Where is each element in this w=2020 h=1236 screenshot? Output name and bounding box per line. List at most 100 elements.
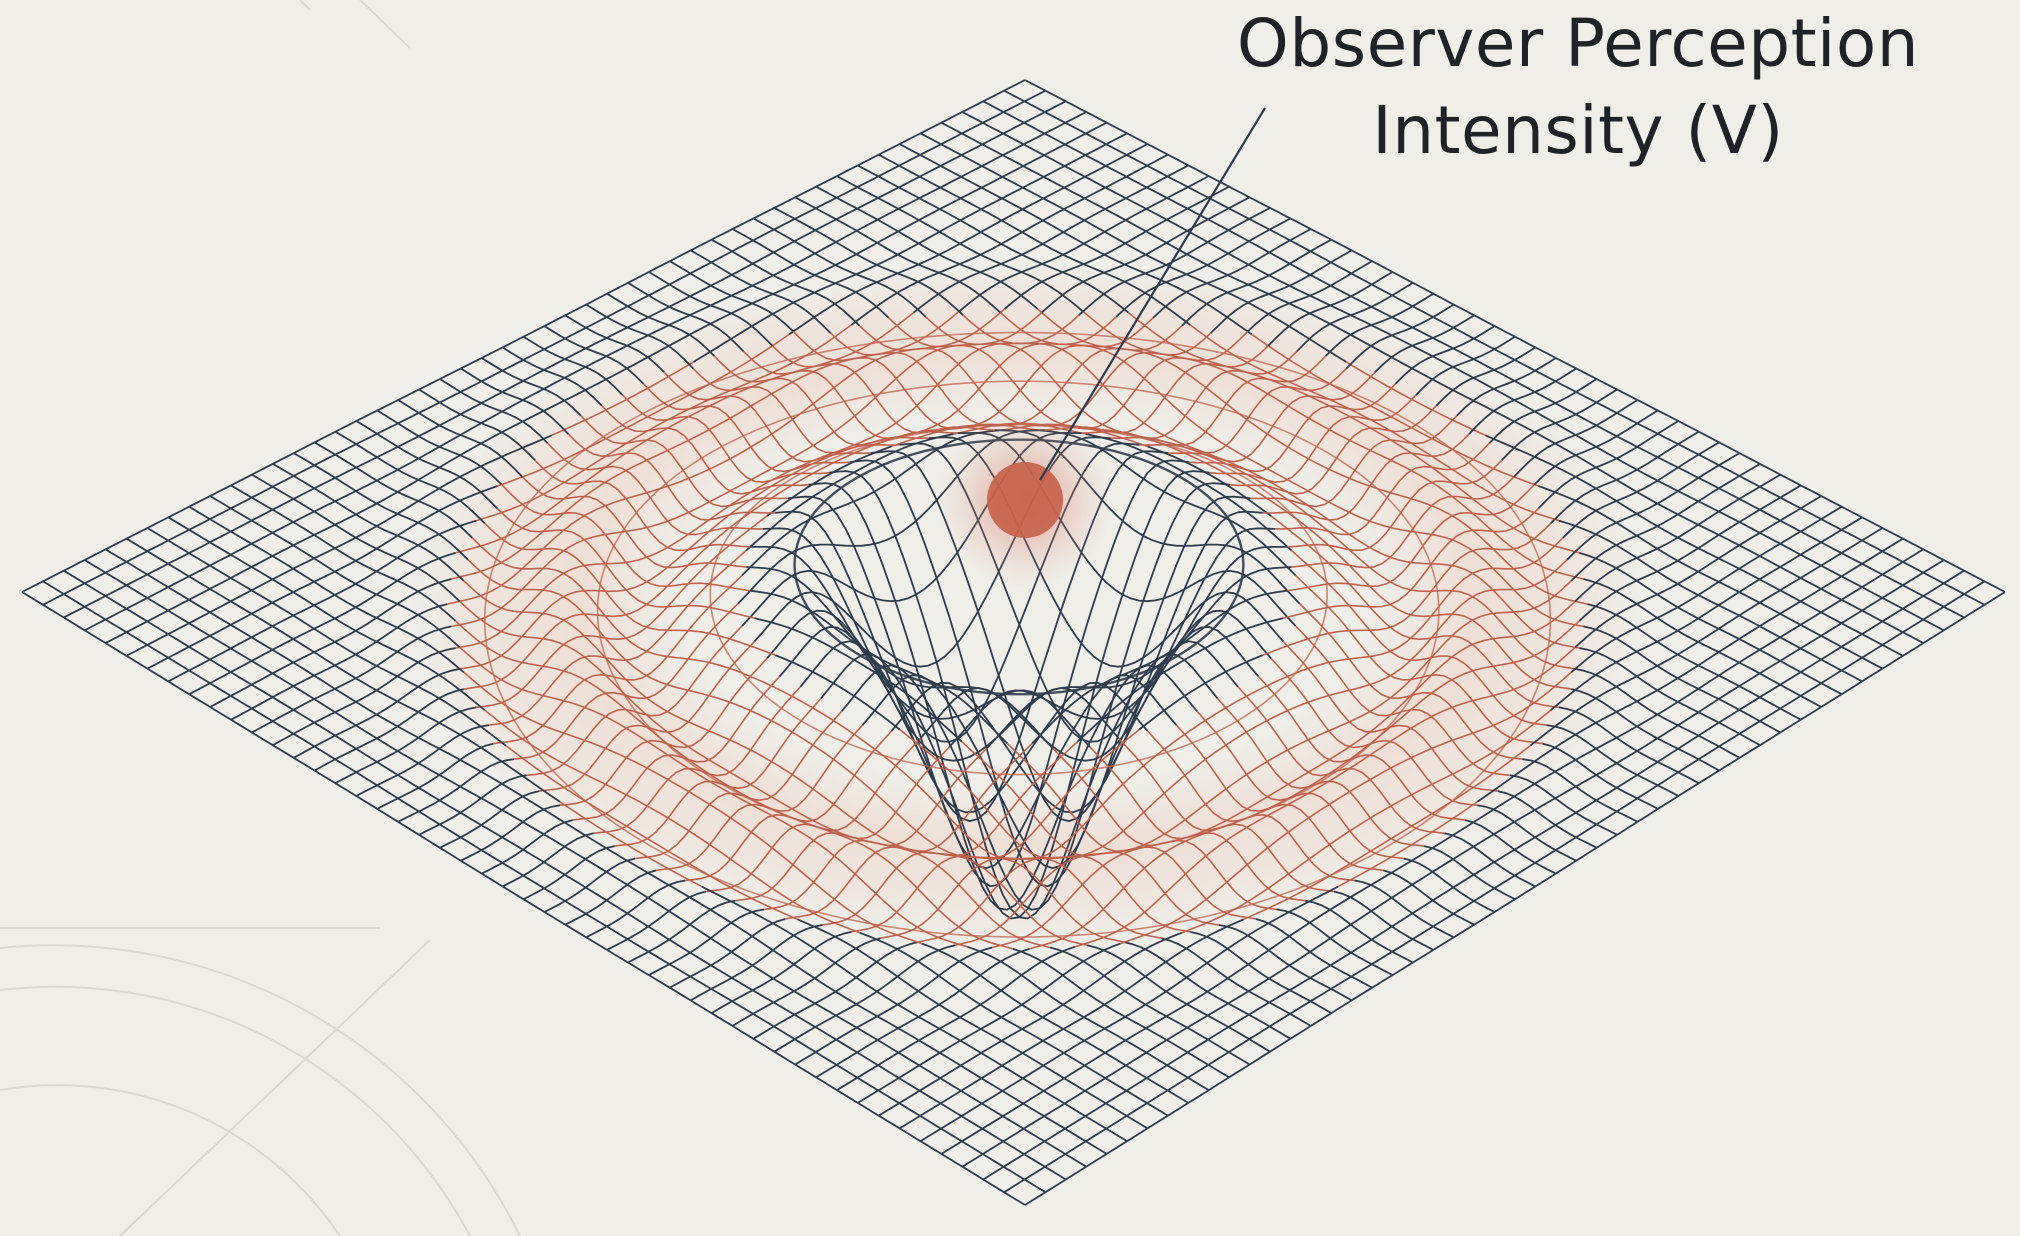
mesh-line-v <box>1124 941 1291 1040</box>
mesh-line-u <box>488 549 747 726</box>
mesh-line-u <box>1076 617 1284 743</box>
mesh-line-v <box>314 441 473 539</box>
mesh-line-u <box>334 706 477 784</box>
mesh-line-v <box>794 196 1001 314</box>
mesh-line-v <box>84 559 1087 1168</box>
mesh-line-v <box>870 450 1260 822</box>
mesh-line-v <box>1147 445 1272 517</box>
mesh-line-u <box>459 316 1117 670</box>
mesh-line-v <box>1345 361 1486 437</box>
mesh-line-u <box>355 724 490 797</box>
mesh-line-u <box>899 918 1244 1130</box>
mesh-line-u <box>1468 367 1577 435</box>
mesh-line-u <box>1139 368 1347 454</box>
mesh-line-u <box>572 676 780 821</box>
mesh-line-u <box>766 445 892 517</box>
mesh-line-v <box>63 569 1067 1181</box>
mesh-line-u <box>1210 249 1353 334</box>
mesh-line-v <box>627 282 745 352</box>
mesh-line-u <box>523 845 615 901</box>
mesh-line-u <box>1550 516 1863 711</box>
mesh-line-u <box>1566 452 1741 561</box>
mesh-line-v <box>920 132 1347 363</box>
mesh-line-u <box>1152 228 1312 319</box>
mesh-line-v <box>1423 845 1516 901</box>
mesh-line-v <box>1558 519 1863 683</box>
mesh-line-u <box>1550 430 1700 525</box>
mesh-line-v <box>878 153 1191 326</box>
mesh-line-u <box>543 857 636 913</box>
mesh-line-v <box>1218 924 1353 1002</box>
mesh-line-u <box>188 552 456 695</box>
mesh-line-v <box>642 383 851 473</box>
mesh-line-u <box>481 819 573 875</box>
mesh-line-v <box>1270 657 1478 806</box>
mesh-line-u <box>1325 292 1434 357</box>
mesh-line-u <box>1029 620 1580 950</box>
mesh-line-v <box>471 537 1162 939</box>
mesh-line-v <box>502 346 603 407</box>
mesh-line-v <box>397 399 524 478</box>
mesh-line-v <box>1012 948 1230 1079</box>
mesh-line-v <box>1587 603 1802 721</box>
mesh-line-v <box>1237 686 1445 835</box>
mesh-line-v <box>1216 697 1425 847</box>
mesh-line-v <box>439 378 549 444</box>
mesh-line-v <box>580 415 788 508</box>
mesh-line-v <box>334 430 486 525</box>
mesh-line-u <box>1081 350 1298 439</box>
mesh-line-u <box>1119 671 1572 945</box>
mesh-line-u <box>1074 646 1576 948</box>
mesh-line-v <box>559 801 703 888</box>
mesh-line-u <box>209 578 452 708</box>
mesh-line-u <box>1267 271 1393 347</box>
mesh-line-v <box>1255 918 1373 989</box>
mesh-line-u <box>1138 654 1264 731</box>
mesh-line-v <box>774 654 901 731</box>
mesh-line-u <box>788 143 1148 336</box>
mesh-line-v <box>775 510 1149 814</box>
mesh-line-v <box>1189 324 1560 522</box>
mesh-line-v <box>355 420 498 510</box>
mesh-line-u <box>560 657 768 806</box>
mesh-line-u <box>1570 463 1761 582</box>
mesh-line-u <box>992 600 1576 949</box>
mesh-line-v <box>376 409 503 486</box>
mesh-line-u <box>614 697 822 847</box>
mesh-line-v <box>484 522 776 656</box>
mesh-line-v <box>1464 819 1557 875</box>
mesh-line-u <box>948 545 1288 748</box>
mesh-line-v <box>146 527 507 747</box>
mesh-line-u <box>1168 371 1376 463</box>
mesh-line-u <box>1296 282 1414 352</box>
mesh-line-v <box>293 452 469 561</box>
mesh-line-v <box>463 671 923 945</box>
mesh-line-u <box>1181 238 1332 327</box>
mesh-line-u <box>857 942 1121 1104</box>
mesh-line-v <box>564 314 665 373</box>
mesh-line-u <box>732 937 881 1027</box>
mesh-line-u <box>1004 185 1230 310</box>
mesh-line-u <box>961 559 1945 1168</box>
mesh-line-u <box>1209 394 1417 483</box>
mesh-line-u <box>526 625 743 777</box>
mesh-line-v <box>773 207 964 316</box>
mesh-line-v <box>797 918 1148 1130</box>
mesh-line-u <box>773 944 956 1053</box>
mesh-line-u <box>1262 433 1470 521</box>
mesh-line-v <box>505 744 798 921</box>
mesh-line-v <box>925 316 1576 670</box>
callout-label-line1: Observer Perception <box>1237 5 1919 82</box>
mesh-line-v <box>585 303 695 370</box>
mesh-line-v <box>1086 944 1271 1053</box>
mesh-line-u <box>648 908 765 976</box>
mesh-line-v <box>829 470 1219 920</box>
mesh-line-v <box>126 537 561 803</box>
mesh-line-v <box>501 483 751 592</box>
mesh-line-v <box>1276 908 1393 976</box>
mesh-line-u <box>1345 303 1455 370</box>
mesh-line-u <box>1229 405 1437 495</box>
ripple-rings <box>483 331 1552 938</box>
mesh-line-u <box>1456 357 1557 417</box>
mesh-line-v <box>1522 758 1638 823</box>
